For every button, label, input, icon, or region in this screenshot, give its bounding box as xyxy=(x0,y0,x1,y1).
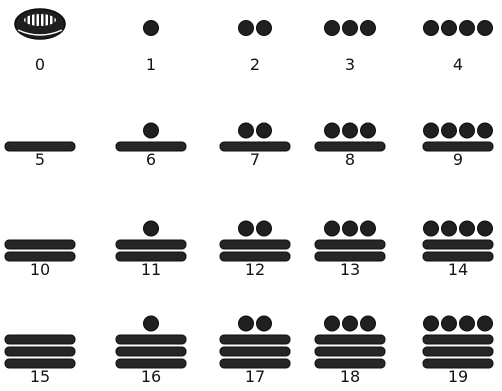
dot-glyph xyxy=(239,221,254,236)
numeral-label: 7 xyxy=(250,150,260,169)
numeral-cell-17: 17 xyxy=(220,316,290,386)
numeral-cell-3: 3 xyxy=(325,21,376,75)
dot-glyph xyxy=(257,123,272,138)
bar-glyph xyxy=(423,240,493,249)
dot-glyph xyxy=(460,123,475,138)
dot-glyph xyxy=(239,21,254,36)
numeral-label: 0 xyxy=(35,55,45,74)
dot-glyph xyxy=(478,21,493,36)
numeral-label: 9 xyxy=(453,150,463,169)
bar-glyph xyxy=(116,335,186,344)
numeral-cell-0: 0 xyxy=(15,9,65,74)
bar-glyph xyxy=(116,347,186,356)
numeral-cell-12: 12 xyxy=(220,221,290,279)
dot-glyph xyxy=(442,221,457,236)
dot-glyph xyxy=(325,221,340,236)
numeral-label: 6 xyxy=(146,150,156,169)
dot-glyph xyxy=(442,316,457,331)
numeral-label: 16 xyxy=(141,367,161,386)
numeral-cell-13: 13 xyxy=(315,221,385,279)
numeral-cell-1: 1 xyxy=(144,21,159,75)
numeral-label: 11 xyxy=(141,260,161,279)
numeral-label: 17 xyxy=(245,367,265,386)
dot-glyph xyxy=(144,21,159,36)
dot-glyph xyxy=(257,316,272,331)
dot-glyph xyxy=(257,221,272,236)
numeral-label: 1 xyxy=(146,55,156,74)
numeral-label: 12 xyxy=(245,260,265,279)
dot-glyph xyxy=(361,316,376,331)
numeral-label: 2 xyxy=(250,55,260,74)
numeral-label: 8 xyxy=(345,150,355,169)
dot-glyph xyxy=(361,21,376,36)
dot-glyph xyxy=(478,123,493,138)
numeral-cell-6: 6 xyxy=(116,123,186,169)
bar-glyph xyxy=(315,347,385,356)
dot-glyph xyxy=(478,316,493,331)
numeral-label: 3 xyxy=(345,55,355,74)
dot-glyph xyxy=(460,21,475,36)
dot-glyph xyxy=(144,316,159,331)
bar-glyph xyxy=(315,335,385,344)
bar-glyph xyxy=(423,347,493,356)
numeral-label: 13 xyxy=(340,260,360,279)
numeral-cell-9: 9 xyxy=(423,123,493,169)
numeral-cell-11: 11 xyxy=(116,221,186,279)
dot-glyph xyxy=(460,221,475,236)
dot-glyph xyxy=(424,316,439,331)
bar-glyph xyxy=(220,240,290,249)
numeral-label: 18 xyxy=(340,367,360,386)
dot-glyph xyxy=(478,221,493,236)
numeral-label: 10 xyxy=(30,260,50,279)
dot-glyph xyxy=(325,21,340,36)
dot-glyph xyxy=(325,316,340,331)
dot-glyph xyxy=(424,21,439,36)
bar-glyph xyxy=(315,240,385,249)
dot-glyph xyxy=(361,123,376,138)
dot-glyph xyxy=(442,123,457,138)
dot-glyph xyxy=(257,21,272,36)
dot-glyph xyxy=(144,221,159,236)
numeral-cell-5: 5 xyxy=(5,142,75,169)
numeral-cell-14: 14 xyxy=(423,221,493,279)
dot-glyph xyxy=(424,123,439,138)
dot-glyph xyxy=(343,316,358,331)
numeral-cell-15: 15 xyxy=(5,335,75,386)
bar-glyph xyxy=(5,335,75,344)
numeral-label: 4 xyxy=(453,55,463,74)
numeral-cell-16: 16 xyxy=(116,316,186,386)
bar-glyph xyxy=(5,240,75,249)
dot-glyph xyxy=(144,123,159,138)
dot-glyph xyxy=(239,316,254,331)
dot-glyph xyxy=(325,123,340,138)
dot-glyph xyxy=(239,123,254,138)
dot-glyph xyxy=(343,221,358,236)
numeral-label: 19 xyxy=(448,367,468,386)
numeral-cell-10: 10 xyxy=(5,240,75,279)
numeral-label: 15 xyxy=(30,367,50,386)
dot-glyph xyxy=(460,316,475,331)
bar-glyph xyxy=(220,335,290,344)
dot-glyph xyxy=(361,221,376,236)
bar-glyph xyxy=(220,347,290,356)
numeral-label: 5 xyxy=(35,150,45,169)
shell-icon xyxy=(15,9,65,39)
numeral-cell-19: 19 xyxy=(423,316,493,386)
numeral-cell-2: 2 xyxy=(239,21,272,75)
dot-glyph xyxy=(442,21,457,36)
dot-glyph xyxy=(343,21,358,36)
numeral-cell-7: 7 xyxy=(220,123,290,169)
numeral-cell-18: 18 xyxy=(315,316,385,386)
bar-glyph xyxy=(423,335,493,344)
numeral-cell-4: 4 xyxy=(424,21,493,75)
dot-glyph xyxy=(343,123,358,138)
numeral-cell-8: 8 xyxy=(315,123,385,169)
bar-glyph xyxy=(5,347,75,356)
bar-glyph xyxy=(116,240,186,249)
numeral-label: 14 xyxy=(448,260,468,279)
dot-glyph xyxy=(424,221,439,236)
